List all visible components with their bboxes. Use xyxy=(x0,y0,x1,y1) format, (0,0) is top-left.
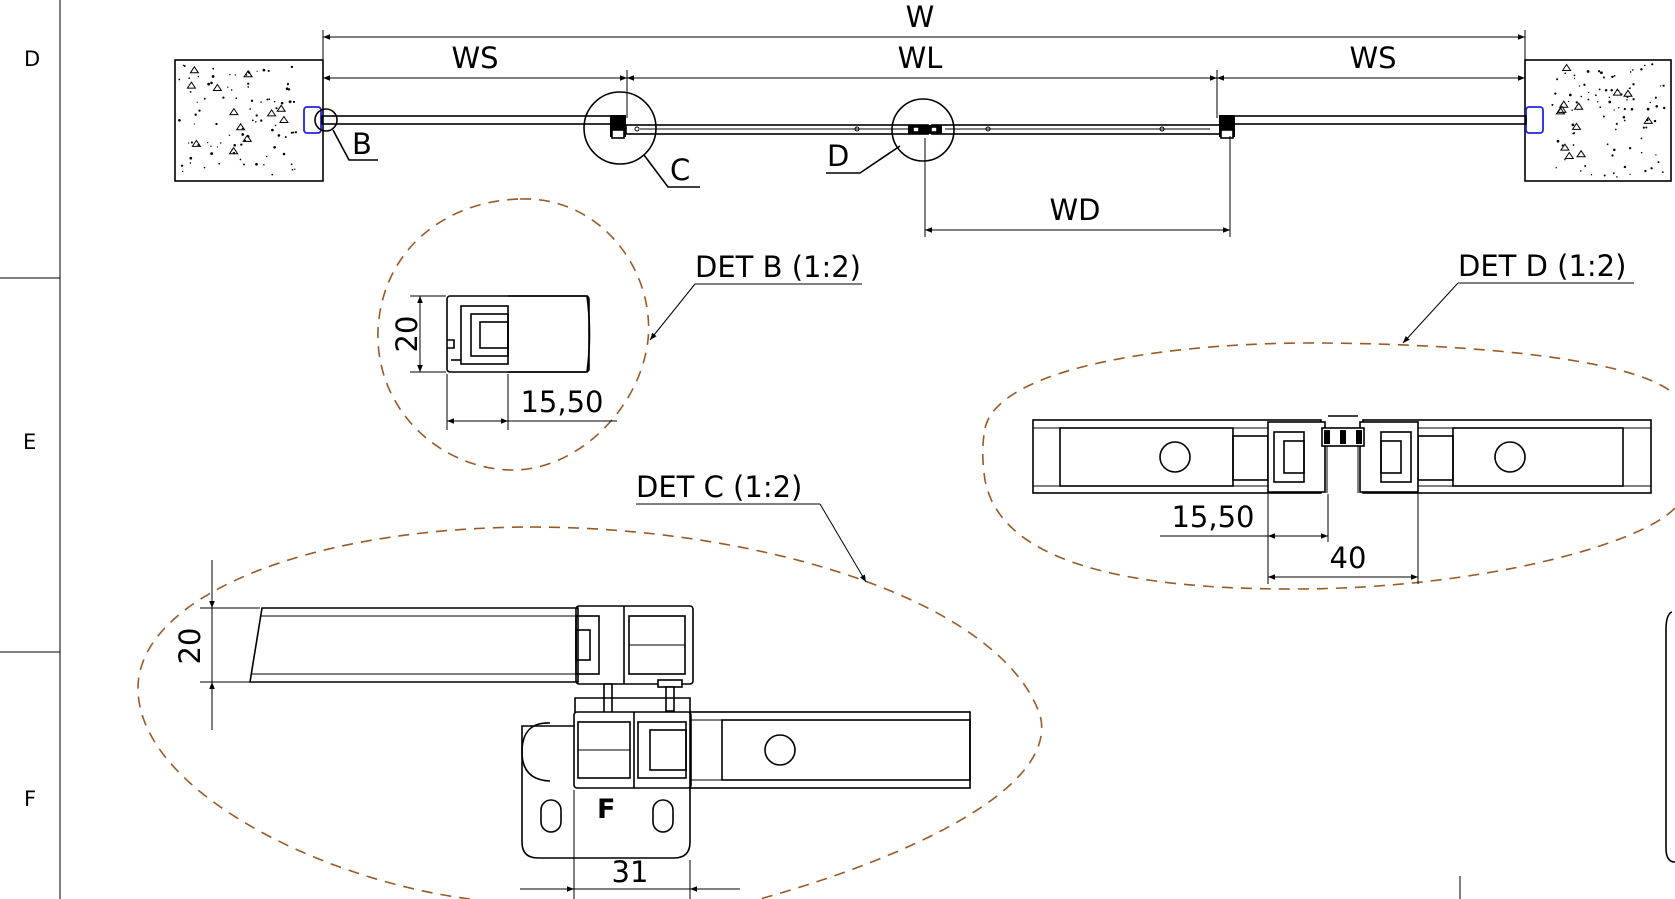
callout-circle-c xyxy=(583,91,657,165)
detail-c-glass-lower xyxy=(689,711,971,789)
detail-d-leader xyxy=(1402,282,1459,344)
wall-left xyxy=(174,59,324,182)
dimension-ws-left-label: WS xyxy=(451,41,498,75)
callout-label-c: C xyxy=(670,153,690,187)
concrete-hatch-left xyxy=(178,64,297,176)
dimension-wl-label: WL xyxy=(898,41,943,75)
callout-circle-b xyxy=(314,108,338,132)
top-view: B C D W WS WL WS WD xyxy=(174,0,1672,237)
detail-c-boundary xyxy=(137,526,1043,899)
wall-profile-right xyxy=(1525,106,1544,134)
detail-c-bracket xyxy=(521,697,691,859)
leader-b xyxy=(332,129,378,161)
detail-c-dim-width-label: 31 xyxy=(612,855,649,889)
zone-label-f: F xyxy=(24,787,36,811)
detail-c-bracket-tab xyxy=(521,722,551,782)
detail-c-title: DET C (1:2) xyxy=(636,470,802,504)
detail-c-leader xyxy=(819,503,867,583)
detail-d: DET D (1:2) xyxy=(981,249,1675,590)
callout-circle-d xyxy=(891,98,955,162)
detail-d-profiles xyxy=(1267,415,1419,493)
detail-c: DET C (1:2) F xyxy=(137,470,1043,899)
detail-b: DET B (1:2) 20 15,50 xyxy=(377,198,862,471)
glass-fixed-left xyxy=(321,115,618,125)
wall-right xyxy=(1524,59,1672,182)
detail-c-slot-left xyxy=(540,799,562,833)
detail-c-glass-upper xyxy=(249,607,579,683)
detail-b-leader xyxy=(649,283,696,341)
detail-b-title: DET B (1:2) xyxy=(695,250,861,284)
sliding-leaf-left xyxy=(625,124,929,135)
detail-d-title: DET D (1:2) xyxy=(1458,249,1626,283)
detail-d-dim-width-label: 40 xyxy=(1330,541,1367,575)
sliding-leaf-right xyxy=(931,124,1223,135)
detail-b-profile xyxy=(446,295,591,373)
wall-profile-left xyxy=(303,106,322,134)
dimension-w-label: W xyxy=(906,0,935,34)
detail-b-dim-height-label: 20 xyxy=(390,316,424,353)
dimension-ws-right-label: WS xyxy=(1349,41,1396,75)
detail-c-profile-lower xyxy=(573,711,692,789)
glass-fixed-right xyxy=(1231,115,1527,125)
concrete-hatch-right xyxy=(1551,63,1666,178)
detail-b-boundary xyxy=(377,198,650,471)
detail-c-mark-f: F xyxy=(597,794,615,825)
detail-d-leaf-left xyxy=(1032,419,1322,494)
detail-c-slot-right xyxy=(652,799,674,833)
leader-c xyxy=(643,154,700,188)
detail-d-boundary xyxy=(981,342,1675,590)
callout-label-b: B xyxy=(352,127,372,161)
callout-label-d: D xyxy=(827,139,849,173)
zone-label-d: D xyxy=(24,47,40,71)
leader-d xyxy=(826,145,901,174)
detail-b-dim-width-label: 15,50 xyxy=(520,385,603,419)
title-block-corner xyxy=(1665,611,1675,863)
detail-c-profile-upper xyxy=(575,605,694,685)
detail-c-dim-height-label: 20 xyxy=(173,628,207,665)
profile-d xyxy=(908,125,942,134)
zone-label-e: E xyxy=(23,430,36,454)
dimension-wd-label: WD xyxy=(1049,193,1100,227)
detail-d-dim-left-label: 15,50 xyxy=(1171,500,1254,534)
